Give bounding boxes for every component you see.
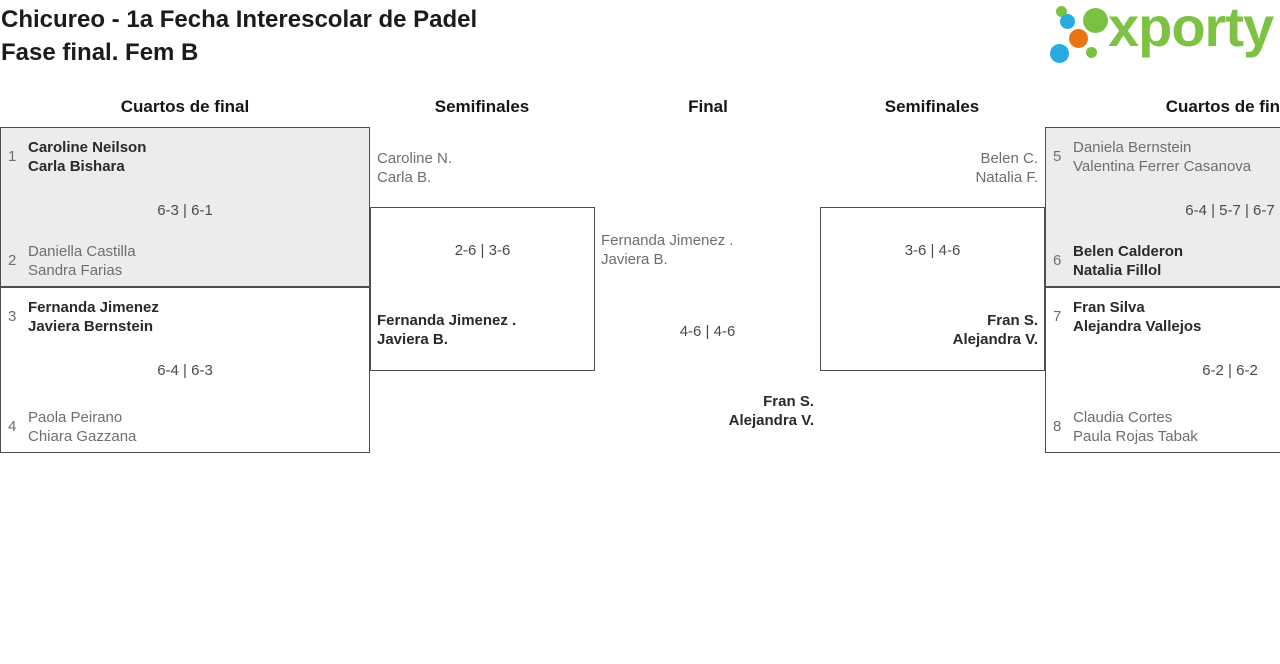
match-score: 6-4 | 6-3	[157, 362, 213, 379]
seed-number: 3	[8, 308, 17, 325]
team-pair: Fernanda Jimenez . Javiera B.	[377, 311, 516, 349]
match-sf-right-box	[820, 207, 1045, 371]
player-name: Fernanda Jimenez .	[377, 312, 517, 329]
player-name: Sandra Farias	[28, 262, 123, 279]
match-score: 6-2 | 6-2	[1202, 362, 1258, 379]
player-name: Daniela Bernstein	[1073, 139, 1192, 156]
title-line1: Chicureo - 1a Fecha Interescolar de Pade…	[1, 6, 478, 33]
player-name: Paola Peirano	[28, 409, 123, 426]
match-score: 6-4 | 5-7 | 6-7	[1185, 202, 1275, 219]
player-name: Natalia Fillol	[1073, 262, 1162, 279]
round-header-final: Final	[688, 97, 728, 116]
logo-dot-icon	[1056, 6, 1067, 17]
match-score: 4-6 | 4-6	[679, 323, 736, 340]
logo-dot-icon	[1050, 44, 1069, 63]
match-qf-left-top: 1 Caroline Neilson Carla Bishara 6-3 | 6…	[0, 127, 370, 287]
team-pair: Fran S. Alejandra V.	[820, 311, 1038, 349]
team-pair: Fernanda Jimenez . Javiera B.	[601, 231, 734, 269]
match-score: 3-6 | 4-6	[904, 242, 961, 259]
player-name: Alejandra V.	[952, 331, 1038, 348]
player-name: Claudia Cortes	[1073, 409, 1173, 426]
player-name: Belen Calderon	[1073, 243, 1184, 260]
seed-number: 6	[1053, 252, 1062, 269]
player-name: Alejandra V.	[728, 412, 814, 429]
logo-dot-icon	[1060, 14, 1075, 29]
match-score: 2-6 | 3-6	[454, 242, 511, 259]
player-name: Fran Silva	[1073, 299, 1145, 316]
seed-number: 7	[1053, 308, 1062, 325]
logo-wordmark: xporty	[1108, 0, 1274, 58]
player-name: Valentina Ferrer Casanova	[1073, 158, 1252, 175]
seed-number: 5	[1053, 148, 1062, 165]
team-pair: Caroline Neilson Carla Bishara	[28, 138, 146, 176]
player-name: Daniella Castilla	[28, 243, 136, 260]
seed-number: 4	[8, 418, 17, 435]
team-pair: Daniella Castilla Sandra Farias	[28, 242, 136, 280]
match-qf-right-bottom: 7 Fran Silva Alejandra Vallejos 6-2 | 6-…	[1045, 287, 1280, 453]
player-name: Natalia F.	[975, 169, 1038, 186]
xporty-logo: xporty	[1048, 0, 1280, 70]
round-header-semifinals-right: Semifinales	[884, 97, 980, 116]
player-name: Fran S.	[987, 312, 1038, 329]
player-name: Caroline N.	[377, 150, 453, 167]
player-name: Javiera Bernstein	[28, 318, 154, 335]
player-name: Fran S.	[763, 393, 814, 410]
player-name: Fernanda Jimenez .	[601, 232, 734, 249]
player-name: Belen C.	[980, 150, 1038, 167]
logo-dot-icon	[1069, 29, 1088, 48]
page-title: Chicureo - 1a Fecha Interescolar de Pade…	[1, 3, 477, 69]
player-name: Javiera B.	[377, 331, 448, 348]
round-header-quarterfinals-left: Cuartos de final	[120, 97, 250, 116]
logo-dot-icon	[1086, 47, 1097, 58]
player-name: Chiara Gazzana	[28, 428, 137, 445]
team-pair: Belen C. Natalia F.	[820, 149, 1038, 187]
match-score: 6-3 | 6-1	[157, 202, 213, 219]
match-qf-right-top: 5 Daniela Bernstein Valentina Ferrer Cas…	[1045, 127, 1280, 287]
round-header-semifinals-left: Semifinales	[434, 97, 530, 116]
seed-number: 8	[1053, 418, 1062, 435]
team-pair: Caroline N. Carla B.	[377, 149, 452, 187]
seed-number: 2	[8, 252, 17, 269]
seed-number: 1	[8, 148, 17, 165]
player-name: Alejandra Vallejos	[1073, 318, 1202, 335]
match-qf-left-bottom: 3 Fernanda Jimenez Javiera Bernstein 6-4…	[0, 287, 370, 453]
player-name: Fernanda Jimenez	[28, 299, 159, 316]
match-sf-left-box	[370, 207, 595, 371]
player-name: Carla Bishara	[28, 158, 125, 175]
round-header-quarterfinals-right: Cuartos de final	[1165, 97, 1280, 116]
player-name: Javiera B.	[601, 251, 668, 268]
player-name: Caroline Neilson	[28, 139, 147, 156]
player-name: Carla B.	[377, 169, 432, 186]
logo-dot-icon	[1083, 8, 1108, 33]
team-pair: Claudia Cortes Paula Rojas Tabak	[1073, 408, 1198, 446]
team-pair: Fran Silva Alejandra Vallejos	[1073, 298, 1201, 336]
title-line2: Fase final. Fem B	[1, 39, 199, 66]
champion-team-pair: Fran S. Alejandra V.	[595, 392, 814, 430]
player-name: Paula Rojas Tabak	[1073, 428, 1198, 445]
team-pair: Daniela Bernstein Valentina Ferrer Casan…	[1073, 138, 1251, 176]
team-pair: Fernanda Jimenez Javiera Bernstein	[28, 298, 159, 336]
team-pair: Belen Calderon Natalia Fillol	[1073, 242, 1183, 280]
team-pair: Paola Peirano Chiara Gazzana	[28, 408, 136, 446]
